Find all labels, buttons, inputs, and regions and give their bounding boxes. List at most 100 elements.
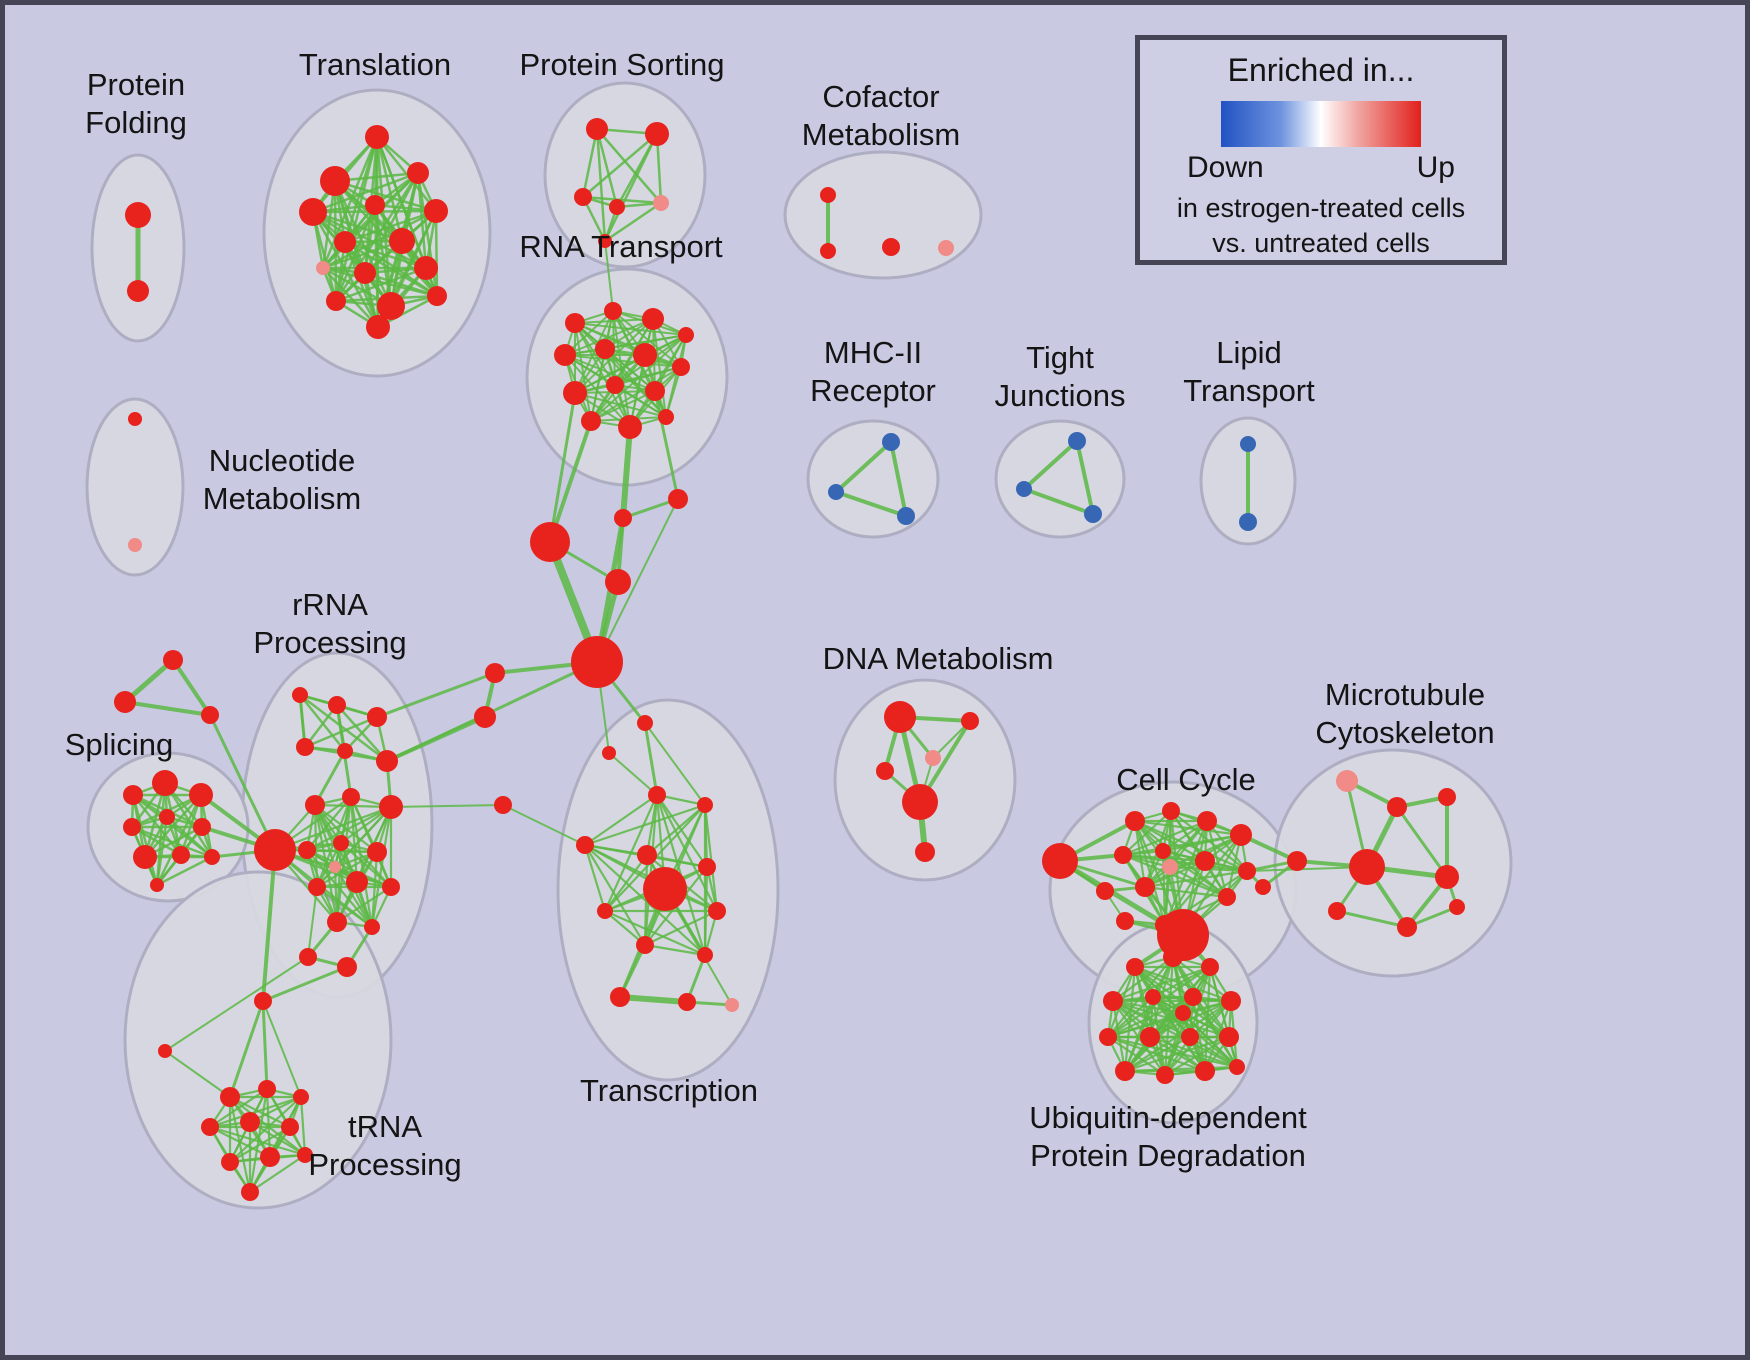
edge bbox=[171, 658, 212, 717]
edge bbox=[603, 132, 659, 243]
edge bbox=[604, 240, 614, 312]
node-rt10 bbox=[606, 376, 624, 394]
edge bbox=[261, 848, 277, 1003]
cluster-ellipse-cofactor-metabolism bbox=[783, 150, 983, 280]
node-ps5 bbox=[653, 195, 669, 211]
edge bbox=[248, 1153, 307, 1194]
node-tn11 bbox=[241, 1183, 259, 1201]
node-dm1 bbox=[884, 701, 916, 733]
node-dm3 bbox=[876, 762, 894, 780]
node-rr6 bbox=[376, 750, 398, 772]
edge bbox=[1395, 805, 1449, 879]
node-tn9 bbox=[260, 1147, 280, 1167]
edge bbox=[1121, 819, 1209, 857]
edge bbox=[1163, 819, 1209, 927]
node-cf1 bbox=[820, 187, 836, 203]
edge bbox=[603, 909, 707, 957]
cluster-ellipse-tight-junctions bbox=[994, 419, 1126, 539]
node-tr12 bbox=[326, 291, 346, 311]
node-cc7 bbox=[1155, 843, 1171, 859]
node-m8 bbox=[494, 796, 512, 814]
edge bbox=[1106, 995, 1155, 1039]
node-tn5 bbox=[201, 1118, 219, 1136]
cluster-label-protein-folding: Folding bbox=[85, 105, 187, 140]
edge bbox=[228, 1095, 303, 1164]
edge bbox=[333, 865, 374, 929]
legend-subtitle-line1: in estrogen-treated cells bbox=[1176, 193, 1466, 223]
cluster-label-lipid-transport: Transport bbox=[1183, 373, 1315, 408]
edge bbox=[581, 132, 659, 199]
node-mh1 bbox=[882, 433, 900, 451]
node-dm6 bbox=[915, 842, 935, 862]
node-cf3 bbox=[882, 238, 900, 256]
legend-endpoint-labels: Down Up bbox=[1187, 151, 1455, 185]
edge bbox=[1106, 955, 1175, 1039]
edge bbox=[315, 850, 379, 889]
edge bbox=[321, 171, 420, 270]
node-ub14 bbox=[1195, 1061, 1215, 1081]
cluster-label-tight-junctions: Junctions bbox=[995, 378, 1126, 413]
edge bbox=[208, 1095, 303, 1129]
edge bbox=[339, 841, 393, 889]
node-cc11 bbox=[1096, 882, 1114, 900]
node-m7 bbox=[474, 706, 496, 728]
edge bbox=[334, 266, 428, 303]
edge bbox=[305, 805, 393, 852]
edge bbox=[590, 348, 606, 422]
edge bbox=[643, 721, 659, 797]
node-ub11 bbox=[1219, 1027, 1239, 1047]
legend-down-label: Down bbox=[1187, 151, 1264, 184]
node-tx5 bbox=[576, 836, 594, 854]
node-dm2 bbox=[961, 712, 979, 730]
edge bbox=[311, 210, 338, 303]
node-ub6 bbox=[1184, 988, 1202, 1006]
edge bbox=[644, 722, 706, 806]
node-rt3 bbox=[642, 308, 664, 330]
node-rt8 bbox=[672, 358, 690, 376]
edge bbox=[130, 825, 183, 857]
node-tr4 bbox=[299, 198, 327, 226]
edge bbox=[595, 127, 663, 205]
node-sp0c bbox=[201, 706, 219, 724]
node-tr10 bbox=[354, 262, 376, 284]
node-lt2 bbox=[1239, 513, 1257, 531]
edge bbox=[608, 752, 658, 796]
edge bbox=[164, 956, 309, 1052]
edge bbox=[645, 853, 709, 869]
edge bbox=[1106, 995, 1195, 1039]
node-tr3 bbox=[407, 162, 429, 184]
cluster-label-cell-cycle: Cell Cycle bbox=[1116, 762, 1256, 797]
cluster-label-mhc-ii-receptor: MHC-II bbox=[824, 335, 922, 370]
node-ub13 bbox=[1156, 1066, 1174, 1084]
node-cf2 bbox=[820, 243, 836, 259]
node-sp0a bbox=[163, 650, 183, 670]
node-rt4 bbox=[678, 327, 694, 343]
edge bbox=[363, 203, 377, 275]
edge bbox=[1188, 1035, 1239, 1069]
node-tj2 bbox=[1016, 481, 1032, 497]
node-rt1 bbox=[565, 313, 585, 333]
edge bbox=[604, 348, 667, 418]
edge bbox=[581, 195, 663, 205]
edge bbox=[643, 793, 659, 947]
node-mc6 bbox=[1435, 865, 1459, 889]
edge bbox=[652, 318, 667, 418]
edge bbox=[1161, 833, 1243, 853]
edge bbox=[1163, 1011, 1185, 1077]
edge bbox=[311, 171, 420, 214]
edge bbox=[502, 804, 586, 846]
node-mh2 bbox=[828, 484, 844, 500]
node-tr11 bbox=[414, 256, 438, 280]
node-rt5 bbox=[554, 344, 576, 366]
node-tr5 bbox=[365, 195, 385, 215]
node-rr13 bbox=[329, 861, 341, 873]
edge bbox=[1246, 866, 1368, 872]
edge bbox=[1123, 1035, 1192, 1073]
cluster-label-protein-sorting: Protein Sorting bbox=[519, 47, 724, 82]
node-ub7 bbox=[1221, 991, 1241, 1011]
edge bbox=[548, 419, 593, 544]
edge bbox=[612, 310, 682, 368]
node-rt6 bbox=[595, 339, 615, 359]
node-ps1 bbox=[586, 118, 608, 140]
edge bbox=[333, 179, 380, 329]
